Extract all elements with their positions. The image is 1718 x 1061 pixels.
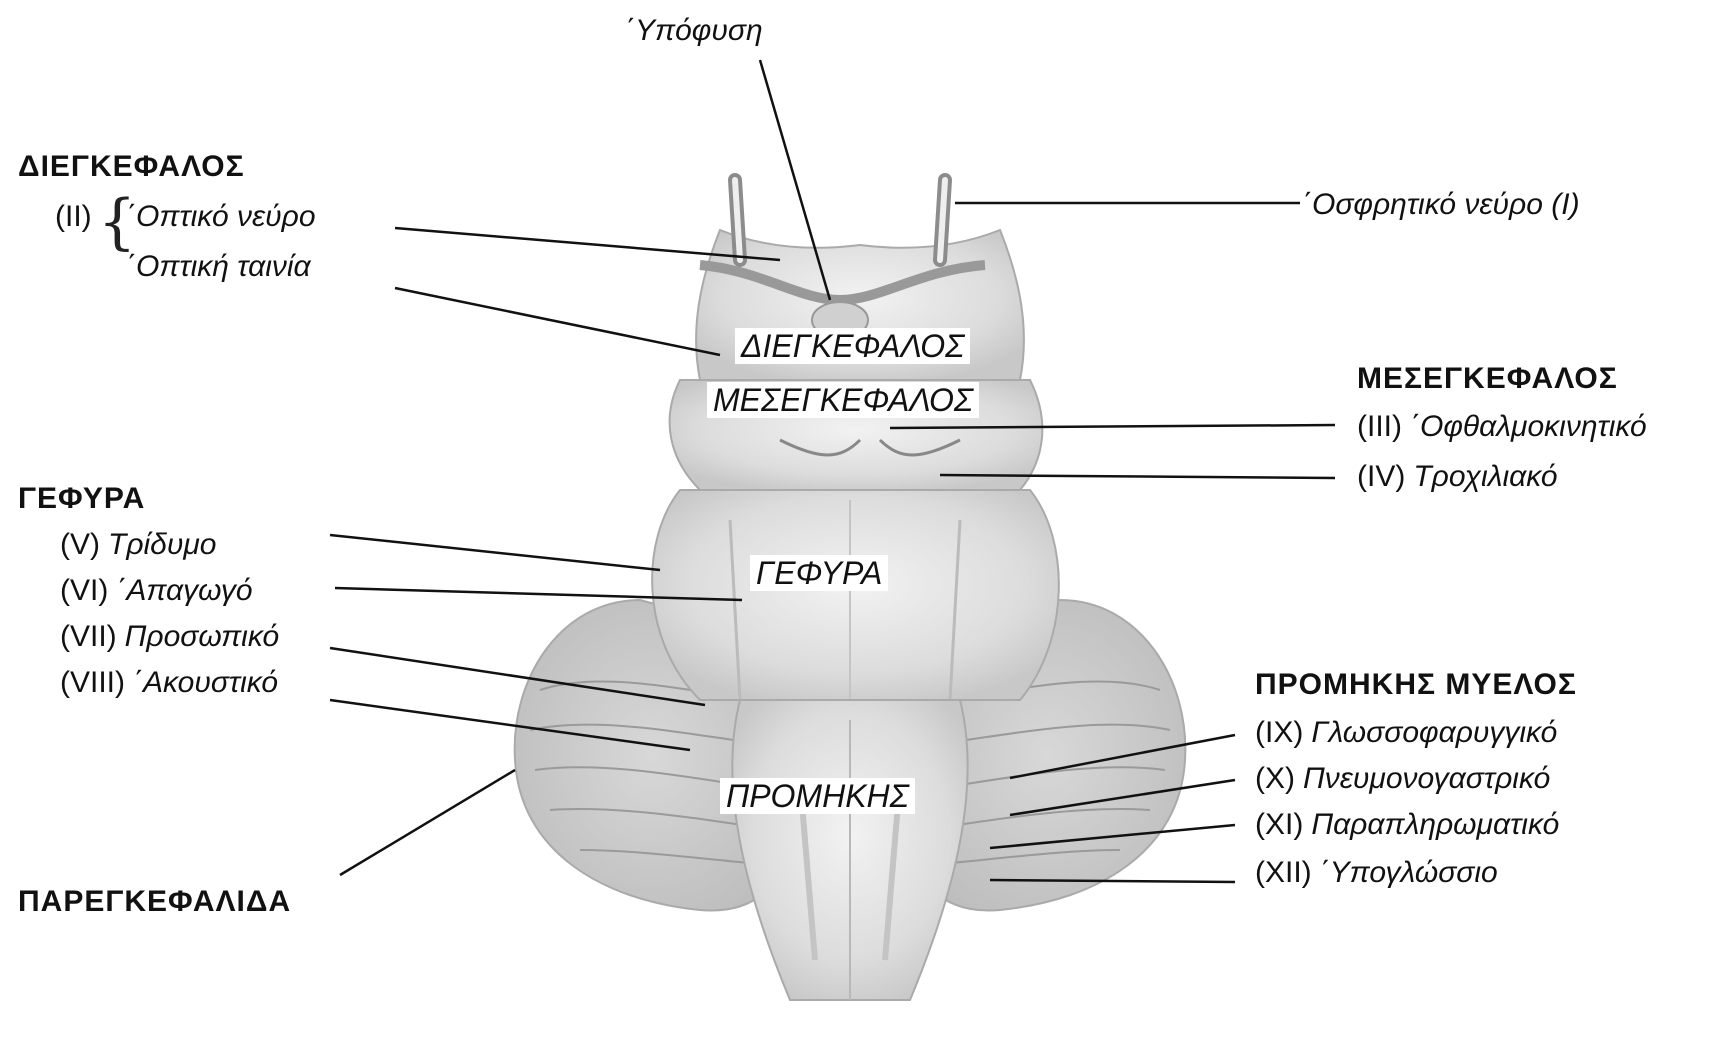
nerve-viii: (VIII)΄Ακουστικό <box>60 666 278 700</box>
pituitary-label: ΄Υπόφυση <box>625 14 763 48</box>
nerve-ix-name: Γλωσσοφαρυγγικό <box>1311 716 1557 749</box>
diencephalon-heading: ΔΙΕΓΚΕΦΑΛΟΣ <box>18 150 245 184</box>
nerve-ix: (IX)Γλωσσοφαρυγγικό <box>1255 716 1557 750</box>
optic-tract-label: ΄Οπτική ταινία <box>126 250 311 284</box>
nerve-xii-name: ΄Υπογλώσσιο <box>1320 856 1498 889</box>
optic-nerve-label: ΄Οπτικό νεύρο <box>126 200 316 234</box>
nerve-iv-name: Τροχιλιακό <box>1413 460 1557 493</box>
nerve-iii-name: ΄Οφθαλμοκινητικό <box>1410 410 1647 443</box>
nerve-vii-name: Προσωπικό <box>125 620 279 653</box>
nerve-vi-number: (VI) <box>60 574 108 607</box>
nerve-xi-name: Παραπληρωματικό <box>1311 808 1559 841</box>
nerve-viii-number: (VIII) <box>60 666 125 699</box>
nerve-v: (V)Τρίδυμο <box>60 528 216 562</box>
medulla-heading: ΠΡΟΜΗΚΗΣ ΜΥΕΛΟΣ <box>1255 668 1577 702</box>
nerve-vi: (VI)΄Απαγωγό <box>60 574 253 608</box>
nerve-vii: (VII)Προσωπικό <box>60 620 279 654</box>
medulla-inline-label: ΠΡΟΜΗΚΗΣ <box>720 778 915 814</box>
cerebellum-heading: ΠΑΡΕΓΚΕΦΑΛΙΔΑ <box>18 885 291 919</box>
nerve-x: (X)Πνευμονογαστρικό <box>1255 762 1550 796</box>
diencephalon-inline-label: ΔΙΕΓΚΕΦΑΛΟΣ <box>735 328 970 364</box>
nerve-iii: (III)΄Οφθαλμοκινητικό <box>1357 410 1647 444</box>
nerve-iii-number: (III) <box>1357 410 1402 443</box>
nerve-ix-number: (IX) <box>1255 716 1303 749</box>
nerve-viii-name: ΄Ακουστικό <box>133 666 278 699</box>
nerve-xii: (XII)΄Υπογλώσσιο <box>1255 856 1498 890</box>
nerve-vi-name: ΄Απαγωγό <box>116 574 252 607</box>
pons-shape <box>652 490 1059 700</box>
nerve-xii-number: (XII) <box>1255 856 1312 889</box>
nerve-x-number: (X) <box>1255 762 1295 795</box>
nerve-xi: (XI)Παραπληρωματικό <box>1255 808 1559 842</box>
nerve-iv-number: (IV) <box>1357 460 1405 493</box>
nerve-x-name: Πνευμονογαστρικό <box>1303 762 1550 795</box>
nerve-iv: (IV)Τροχιλιακό <box>1357 460 1558 494</box>
nerve-v-number: (V) <box>60 528 100 561</box>
mesencephalon-inline-label: ΜΕΣΕΓΚΕΦΑΛΟΣ <box>707 382 979 418</box>
nerve-vii-number: (VII) <box>60 620 117 653</box>
nerve-xi-number: (XI) <box>1255 808 1303 841</box>
nerve-v-name: Τρίδυμο <box>108 528 216 561</box>
optic-numeral: (II) <box>55 200 92 234</box>
pons-inline-label: ΓΕΦΥΡΑ <box>750 555 888 591</box>
olfactory-nerve-label: ΄Οσφρητικό νεύρο (I) <box>1302 188 1580 222</box>
mesencephalon-heading: ΜΕΣΕΓΚΕΦΑΛΟΣ <box>1357 362 1618 396</box>
pons-heading: ΓΕΦΥΡΑ <box>18 482 145 516</box>
medulla-shape <box>732 700 967 1000</box>
